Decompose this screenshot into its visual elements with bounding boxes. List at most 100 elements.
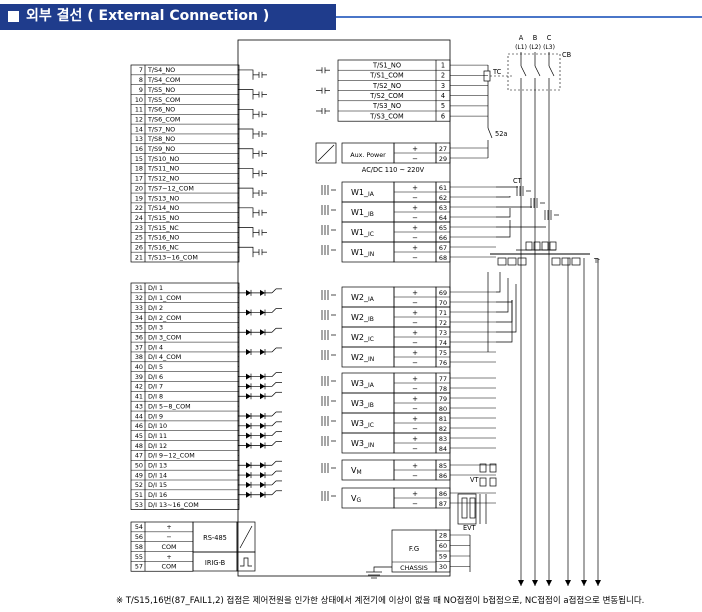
terminal-label: T/S3_COM xyxy=(369,112,404,120)
tr-coil xyxy=(507,257,517,266)
optocoupler-icon xyxy=(238,470,282,479)
contact-icon xyxy=(253,209,267,216)
contact-icon xyxy=(253,249,267,256)
input-label: VG xyxy=(351,494,361,504)
input-minus: − xyxy=(412,425,418,433)
terminal-number: 71 xyxy=(439,309,447,317)
terminal-label: D/I 14 xyxy=(148,471,167,479)
arrow-icon xyxy=(546,580,552,586)
optocoupler-icon xyxy=(238,490,282,498)
terminal-number: 24 xyxy=(135,214,143,222)
header-bar: 외부 결선 ( External Connection ) xyxy=(0,0,702,32)
optocoupler-icon xyxy=(238,347,282,355)
input-label: W1_IC xyxy=(351,228,374,238)
input-label: W2_IA xyxy=(351,293,375,303)
coil-icon xyxy=(321,245,336,255)
terminal-label: D/I 13~16_COM xyxy=(148,501,199,509)
contact-icon xyxy=(316,108,330,114)
coil-icon xyxy=(530,198,545,208)
aux-plus: + xyxy=(412,145,418,153)
title-rule xyxy=(336,16,702,18)
wire xyxy=(238,227,254,238)
terminal-label: D/I 4 xyxy=(148,343,163,351)
fg-label: F.G xyxy=(409,545,419,553)
terminal-label: D/I 1 xyxy=(148,284,163,292)
input-minus: − xyxy=(412,385,418,393)
chassis-label: CHASSIS xyxy=(400,564,428,572)
input-minus: − xyxy=(412,319,418,327)
arrow-icon xyxy=(532,580,538,586)
terminal-number: 78 xyxy=(439,385,447,393)
ct-neutral-coil xyxy=(541,241,549,251)
terminal-label: T/S11_NO xyxy=(147,165,179,173)
input-plus: + xyxy=(412,184,418,192)
terminal-label: T/S3_NO xyxy=(372,102,401,110)
diode-icon xyxy=(246,422,251,429)
input-name-box xyxy=(341,459,395,481)
wire xyxy=(373,566,392,572)
diode-icon xyxy=(260,472,265,479)
aux-power-rating: AC/DC 110 ~ 220V xyxy=(362,166,425,174)
diode-icon xyxy=(260,329,265,336)
terminal-number: 11 xyxy=(135,106,143,114)
input-plus: + xyxy=(412,349,418,357)
input-label: VM xyxy=(351,466,362,476)
input-plus: + xyxy=(412,395,418,403)
phase-label-c: C xyxy=(547,34,552,42)
converter-icon xyxy=(315,142,337,164)
input-plus: + xyxy=(412,462,418,470)
wire xyxy=(271,460,277,466)
wire xyxy=(548,65,555,77)
optocoupler-icon xyxy=(238,327,282,336)
phase-label-l2: (L2) xyxy=(529,44,541,51)
terminal-number: 16 xyxy=(135,145,143,153)
diode-icon xyxy=(260,289,265,296)
diode-icon xyxy=(260,491,265,498)
terminal-label: T/S7_NO xyxy=(147,125,175,133)
tr-coil xyxy=(551,257,561,266)
terminal-number: 26 xyxy=(135,244,143,252)
evt-label: EVT xyxy=(463,524,477,532)
tr-label: Tr xyxy=(593,257,600,265)
terminal-number: 82 xyxy=(439,425,447,433)
terminal-label: D/I 12 xyxy=(148,442,167,450)
aux-contact-label: 52a xyxy=(495,130,507,138)
diode-icon xyxy=(260,393,265,400)
terminal-number: 77 xyxy=(439,375,447,383)
terminal-label: D/I 11 xyxy=(148,432,167,440)
terminal-number: 53 xyxy=(135,501,143,509)
terminal-label: T/S15_NC xyxy=(147,224,179,232)
terminal-label: + xyxy=(166,553,171,561)
evt-frame xyxy=(457,493,477,525)
terminal-label: T/S16_NC xyxy=(147,244,179,252)
terminal-number: 6 xyxy=(441,112,445,120)
optocoupler-icon xyxy=(238,382,282,390)
terminal-number: 29 xyxy=(439,155,447,163)
optocoupler-icon xyxy=(238,372,282,380)
terminal-number: 85 xyxy=(439,462,447,470)
terminal-number: 39 xyxy=(135,373,143,381)
diode-icon xyxy=(246,442,251,449)
contact-icon xyxy=(253,190,267,197)
vt-coil xyxy=(489,463,497,473)
terminal-number: 51 xyxy=(135,491,143,499)
input-minus: − xyxy=(412,339,418,347)
terminal-number: 7 xyxy=(139,66,143,74)
input-plus: + xyxy=(412,490,418,498)
input-minus: − xyxy=(412,254,418,262)
coil-icon xyxy=(321,463,336,473)
terminal-number: 59 xyxy=(439,553,447,561)
terminal-number: 38 xyxy=(135,353,143,361)
terminal-number: 84 xyxy=(439,445,447,453)
optocoupler-icon xyxy=(238,411,282,419)
terminal-label: + xyxy=(166,523,171,531)
wire xyxy=(271,392,277,397)
